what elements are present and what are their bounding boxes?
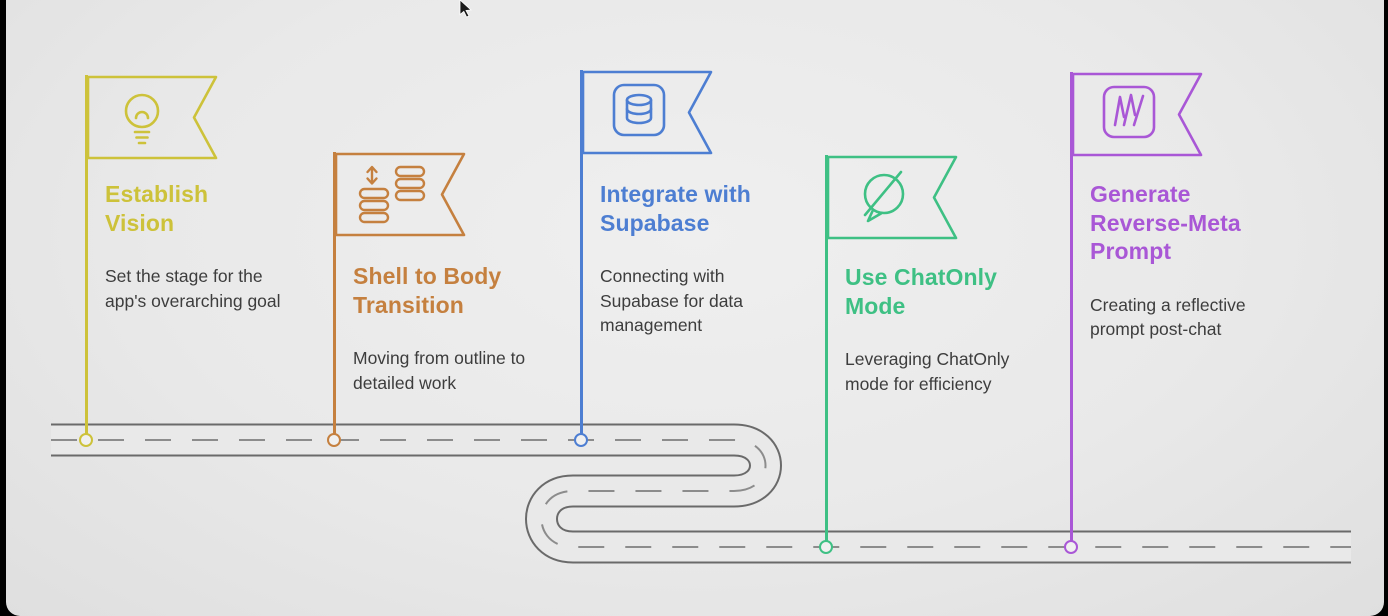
milestone-generate-reverse-meta-prompt: Generate Reverse-Meta Prompt Creating a … [1064,72,1246,554]
milestone-title: Use ChatOnly Mode [845,264,998,319]
road-marker-dot [327,433,341,447]
chat-disabled-icon [863,170,905,223]
milestone-title: Integrate with Supabase [600,181,751,236]
milestone-description: Leveraging ChatOnly mode for efficiency [845,349,1010,394]
flag-pole [580,70,583,440]
flag-banner [334,152,466,237]
flag-pole [85,75,88,440]
milestone-text: Establish Vision Set the stage for the a… [105,180,310,313]
milestone-use-chatonly-mode: Use ChatOnly Mode Leveraging ChatOnly mo… [819,155,1009,554]
flag-banner [86,75,218,160]
milestone-description: Set the stage for the app's overarching … [105,266,281,311]
flag-pole [1070,72,1073,547]
road-center-dashes [51,439,1351,548]
flag-banner [1071,72,1203,157]
milestone-description: Creating a reflective prompt post-chat [1090,294,1246,340]
flag-pole [825,155,828,547]
milestone-establish-vision: Establish Vision Set the stage for the a… [79,75,281,447]
milestone-title: Shell to Body Transition [353,263,502,318]
milestone-text: Generate Reverse-Meta Prompt Creating a … [1090,180,1295,342]
milestone-text: Integrate with Supabase Connecting with … [600,180,805,338]
road-marker-dot [1064,540,1078,554]
milestone-integrate-with-supabase: Integrate with Supabase Connecting with … [574,70,751,447]
road-marker-dot [79,433,93,447]
milestone-description: Moving from outline to detailed work [353,348,526,393]
cursor-pointer [459,0,472,18]
database-transfer-icon [358,165,426,224]
milestone-shell-to-body-transition: Shell to Body Transition Moving from out… [327,152,525,447]
milestone-title: Establish Vision [105,181,209,236]
flag-pole [333,152,336,440]
prompt-arrows-icon [1102,85,1156,139]
flag-banner [581,70,713,155]
milestone-title: Generate Reverse-Meta Prompt [1090,181,1241,265]
lightbulb-icon [124,93,160,145]
milestone-text: Shell to Body Transition Moving from out… [353,262,558,395]
road-marker-dot [819,540,833,554]
milestone-description: Connecting with Supabase for data manage… [600,266,744,336]
road-marker-dot [574,433,588,447]
milestone-text: Use ChatOnly Mode Leveraging ChatOnly mo… [845,263,1050,396]
diagram-canvas: Establish Vision Set the stage for the a… [6,0,1384,616]
roadmap-road [51,423,1351,564]
flag-banner [826,155,958,240]
database-icon [612,83,666,137]
